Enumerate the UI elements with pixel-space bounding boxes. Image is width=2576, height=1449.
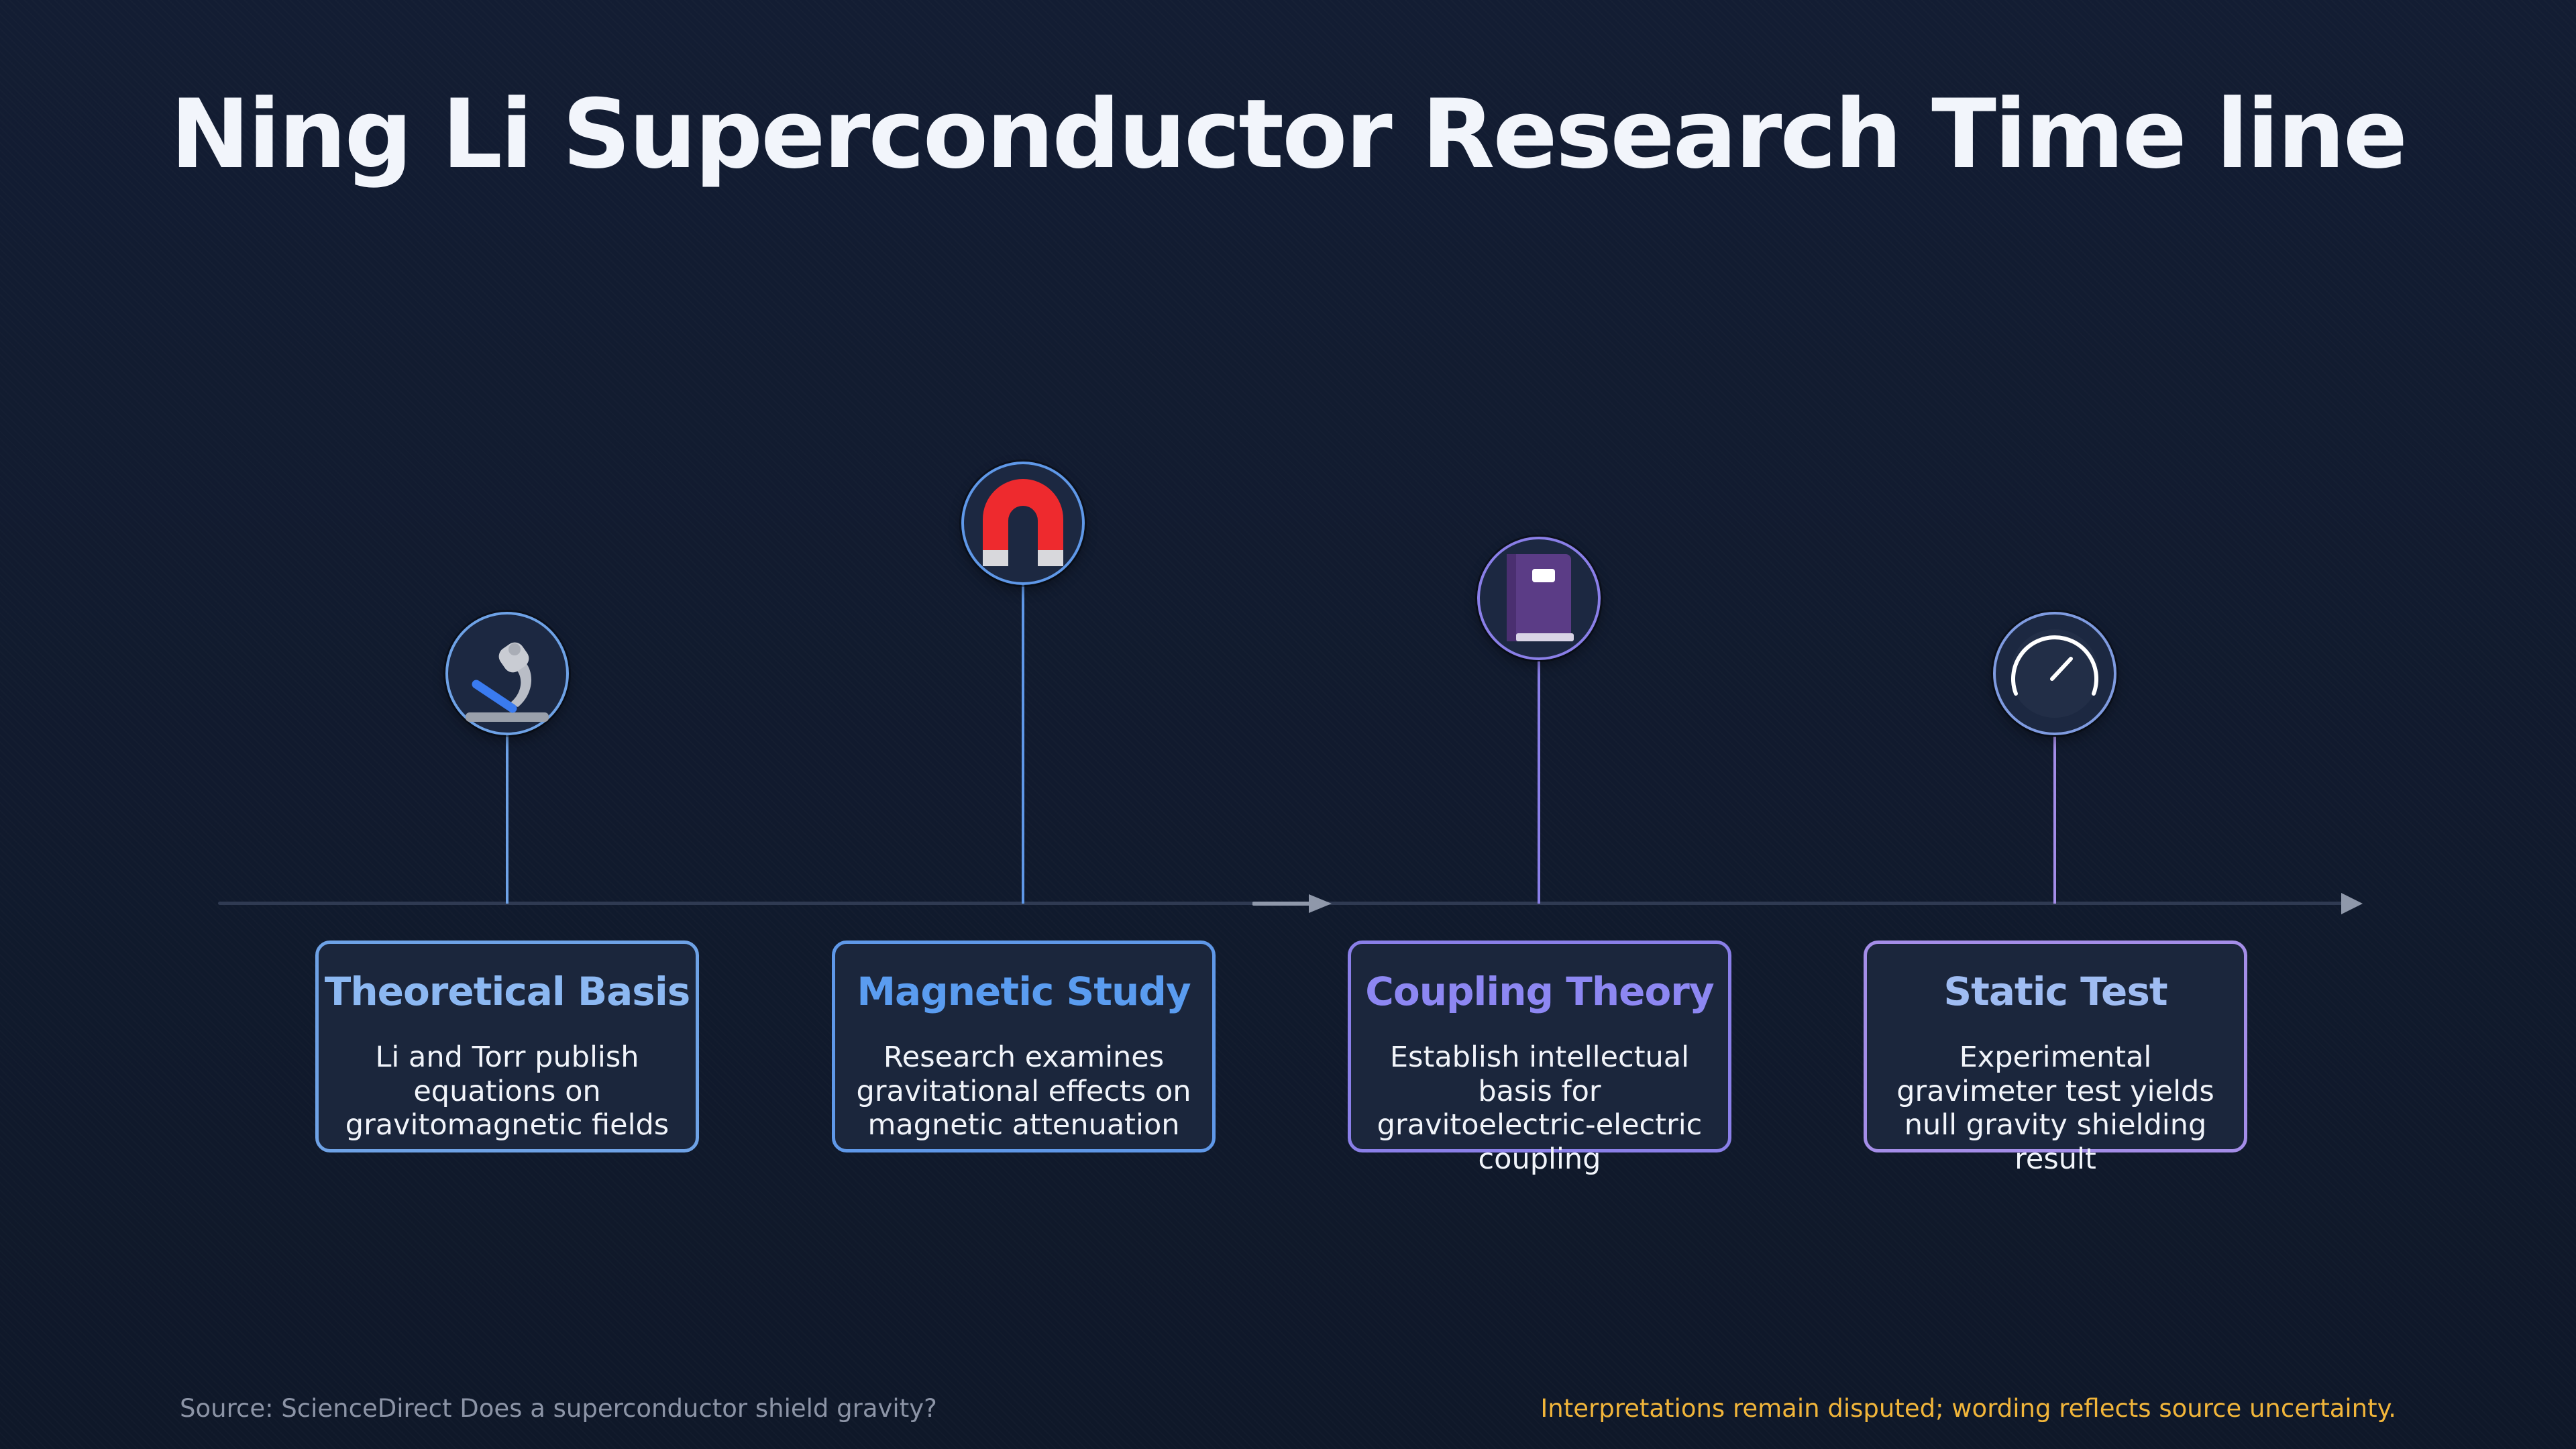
- direction-arrow-icon: [1252, 894, 1332, 913]
- milestone-description: Establish intellectual basis for gravito…: [1377, 1040, 1703, 1176]
- microscope-icon: [466, 642, 549, 722]
- book-icon: [1507, 554, 1574, 641]
- milestone-card-2: Magnetic Study Research examines gravita…: [832, 941, 1216, 1152]
- axis-arrow-head: [2341, 893, 2363, 914]
- milestone-node-3: [1477, 537, 1601, 660]
- milestone-card-4: Static Test Experimental gravimeter test…: [1864, 941, 2247, 1176]
- page-title: Ning Li Superconductor Research Time lin…: [170, 79, 2408, 190]
- milestone-description: Li and Torr publish equations on gravito…: [345, 1040, 669, 1142]
- milestone-card-3: Coupling Theory Establish intellectual b…: [1348, 941, 1731, 1176]
- milestone-stem-4: [2053, 737, 2056, 904]
- milestone-title: Static Test: [1943, 969, 2167, 1014]
- disclaimer-note: Interpretations remain disputed; wording…: [1540, 1394, 2396, 1423]
- milestone-card-1: Theoretical Basis Li and Torr publish eq…: [315, 941, 699, 1152]
- milestone-title: Theoretical Basis: [324, 969, 690, 1014]
- source-note: Source: ScienceDirect Does a superconduc…: [180, 1394, 937, 1423]
- milestone-node-2: [961, 462, 1085, 585]
- milestone-stem-1: [506, 735, 508, 904]
- milestone-node-1: [445, 612, 569, 735]
- gauge-icon: [2010, 629, 2099, 718]
- milestone-description: Research examines gravitational effects …: [856, 1040, 1191, 1142]
- milestone-node-4: [1993, 612, 2116, 735]
- milestone-title: Magnetic Study: [857, 969, 1191, 1014]
- milestone-stem-3: [1538, 661, 1540, 904]
- magnet-icon: [983, 479, 1063, 566]
- milestone-description: Experimental gravimeter test yields null…: [1896, 1040, 2214, 1176]
- milestone-stem-2: [1022, 585, 1024, 904]
- milestone-title: Coupling Theory: [1365, 969, 1714, 1014]
